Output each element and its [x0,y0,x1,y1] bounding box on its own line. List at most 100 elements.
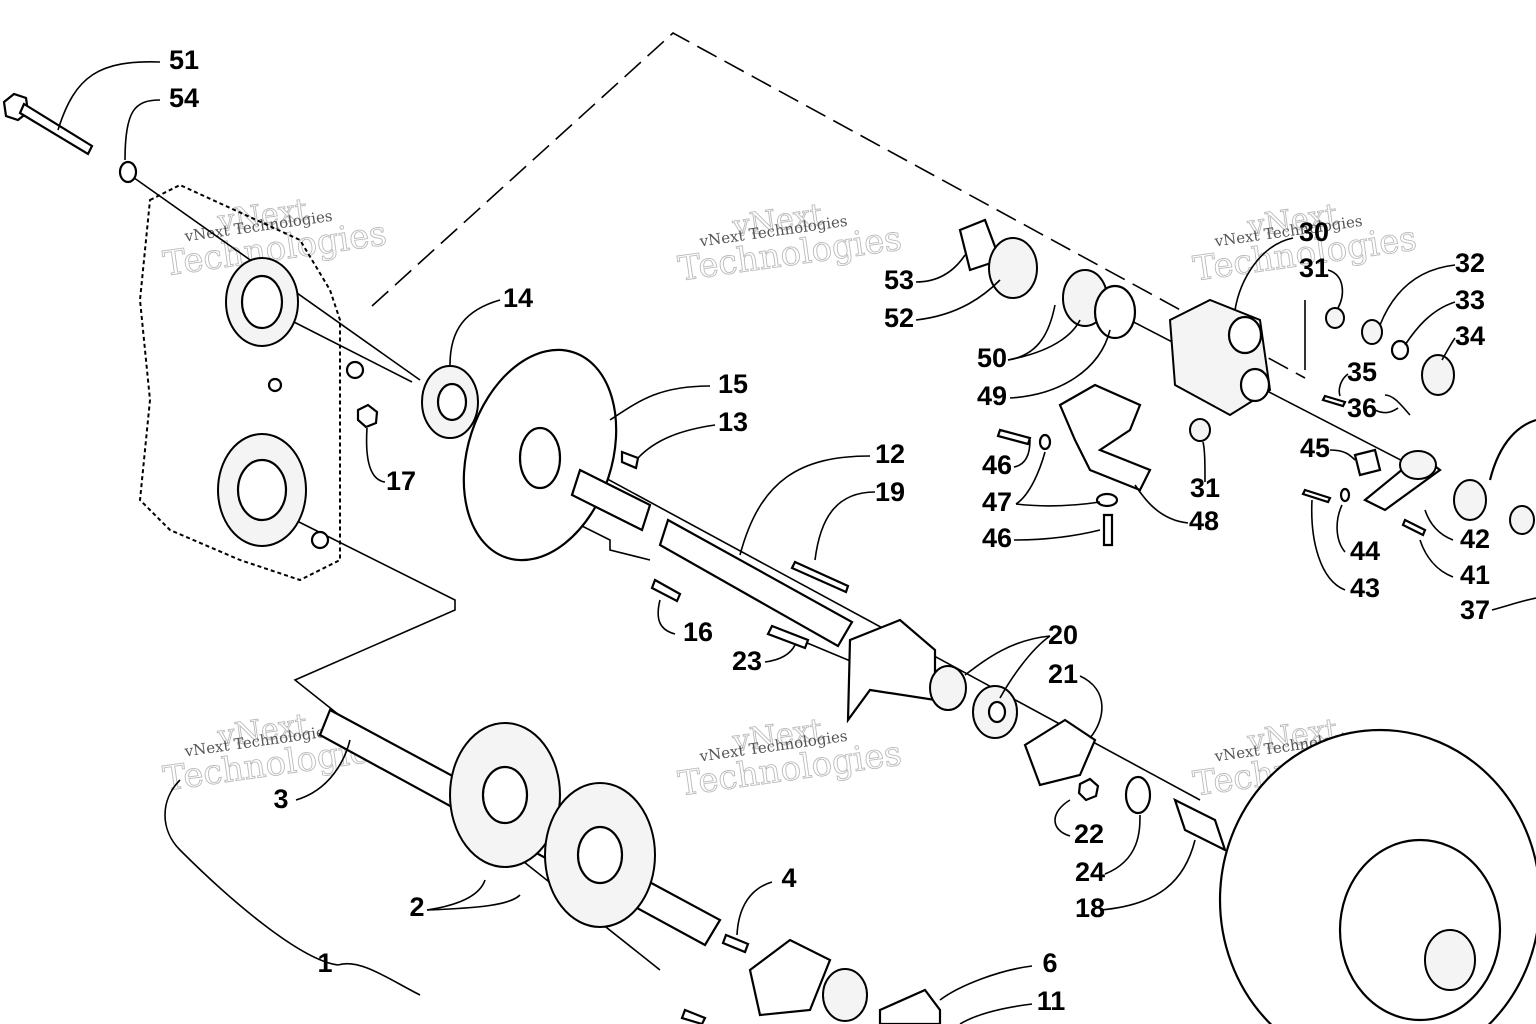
callout-33: 33 [1455,285,1485,315]
callout-6: 6 [1042,948,1057,978]
axis-line-case [289,319,413,383]
callout-45: 45 [1300,433,1330,463]
callout-43: 43 [1350,573,1380,603]
callout-31-lower: 31 [1190,473,1220,503]
callout-14: 14 [503,283,533,313]
bearing-flange-bottom [748,938,832,1017]
key-19 [790,560,850,594]
bolt-23 [766,624,810,650]
flange-21 [1023,718,1097,787]
bearing-20 [929,665,1018,739]
ball-31a [1325,307,1345,329]
washer-24 [1124,775,1152,815]
callout-15: 15 [718,369,748,399]
ball-31b [1189,418,1211,442]
callout-37: 37 [1460,595,1490,625]
callout-48: 48 [1189,506,1219,536]
seal-49 [1093,284,1137,340]
washer-33 [1390,339,1410,361]
dashed-assembly-line [371,32,1306,379]
bearing-plate [846,618,937,724]
watermark: vNext Technologies vNext Technologies [675,197,904,290]
washer-54 [118,160,138,184]
callout-11: 11 [1037,986,1066,1016]
callout-46-upper: 46 [982,450,1012,480]
washer-47b [1095,492,1119,508]
screw-16 [650,578,682,603]
callout-53: 53 [884,265,914,295]
callout-22: 22 [1074,819,1104,849]
cap-52 [988,237,1038,299]
spring-36 [1384,394,1411,416]
callout-31-upper: 31 [1299,253,1329,283]
axis-line-upper-right [1119,314,1421,471]
track-driveshaft-1 [318,708,722,947]
callout-21: 21 [1048,659,1078,689]
callout-19: 19 [875,477,905,507]
callout-12: 12 [875,439,905,469]
callout-3: 3 [273,784,288,814]
callout-18: 18 [1075,893,1105,923]
callout-30: 30 [1299,217,1329,247]
callout-35: 35 [1347,357,1377,387]
bolt-51 [2,92,94,156]
pin-43 [1301,488,1332,504]
chaincase [138,183,365,582]
leader-lines [57,61,1536,1024]
callout-52: 52 [884,303,914,333]
callout-54: 54 [169,83,199,113]
bolt-4 [721,933,750,954]
nut-17 [356,403,379,429]
callout-46-lower: 46 [982,523,1012,553]
callout-20: 20 [1048,620,1078,650]
callout-4: 4 [781,863,796,893]
pin-35 [1321,394,1347,408]
callout-36: 36 [1347,393,1377,423]
callout-24: 24 [1075,857,1105,887]
callout-13: 13 [718,407,748,437]
callout-34: 34 [1455,321,1485,351]
flange-11 [878,988,942,1024]
callout-1: 1 [317,948,332,978]
callout-23: 23 [732,646,762,676]
spring-32 [1361,319,1383,345]
housing-30 [1168,298,1272,417]
callout-17: 17 [386,466,416,496]
nut-22 [1077,777,1100,802]
brake-hub [570,468,652,532]
callout-41: 41 [1460,560,1490,590]
callout-50: 50 [977,343,1007,373]
bolt-46b [1102,513,1114,547]
bearing-flange-14 [421,365,479,439]
bolt-46a [996,428,1032,446]
clip-45 [1353,448,1382,477]
callout-42: 42 [1460,524,1490,554]
callout-labels: 51 54 14 15 13 12 19 17 16 23 3 2 4 1 6 … [169,45,1490,1016]
assembly-lines [129,32,1421,971]
washer-47a [1038,433,1052,451]
parts [2,92,1536,1024]
callout-2: 2 [409,892,424,922]
callout-16: 16 [683,617,713,647]
bolt-bottom [680,1008,707,1024]
callout-44: 44 [1350,536,1380,566]
driven-clutch [1218,728,1536,1024]
spacer-18 [1173,797,1227,853]
callout-32: 32 [1455,248,1485,278]
brake-disc-15 [462,348,618,562]
bearing-6 [822,968,868,1022]
bolt-41 [1401,518,1427,537]
callout-47: 47 [982,487,1012,517]
nut-34 [1421,354,1455,396]
spring-right [1509,505,1535,535]
watermark-group: vNext Technologies vNext Technologies vN… [160,192,1419,805]
bracket-48 [1058,383,1152,492]
watermark: vNext Technologies vNext Technologies [675,712,904,805]
key-13 [620,450,640,470]
bushing-right [1453,479,1487,521]
callout-51: 51 [169,45,199,75]
callout-49: 49 [977,381,1007,411]
shaft-12 [658,518,854,648]
washer-44 [1339,487,1351,503]
